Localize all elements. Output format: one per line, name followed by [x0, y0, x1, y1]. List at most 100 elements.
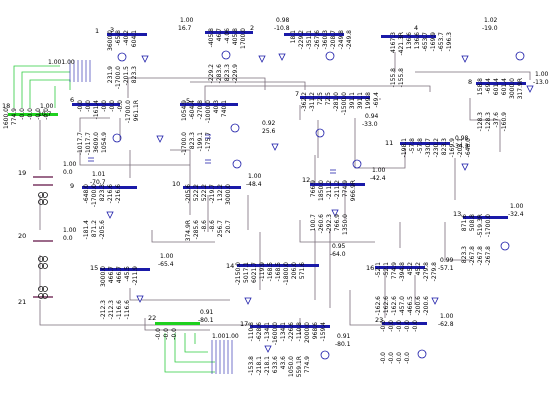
flow-value: -168.5 — [267, 262, 274, 282]
generator-icon — [320, 350, 330, 360]
bus-angle: -65.4 — [158, 261, 174, 268]
flow-value: 199.8 — [365, 92, 372, 109]
bus-bar — [183, 186, 241, 189]
flow-value: -279.8 — [431, 262, 438, 282]
flow-value: -229.2 — [208, 64, 215, 84]
bus-angle: -70.7 — [90, 179, 106, 186]
flow-value: -162.6 — [375, 296, 382, 316]
flow-value: -360.3 — [322, 30, 329, 50]
flow-value: -162.6 — [383, 296, 390, 316]
bus-voltage: 1.00 — [248, 173, 262, 180]
flow-value: 391.1 — [349, 92, 356, 109]
flow-value: 132.2 — [217, 184, 224, 201]
flow-value: -110.8 — [296, 322, 303, 342]
flow-value: -267.6 — [314, 30, 321, 50]
gen-label-top: 1.001.00 — [48, 59, 75, 66]
bus-values: 1.00 16.7 0.98 -10.8 1.02 -19.0 0.92 25.… — [38, 17, 549, 348]
load-arrow-icon — [271, 143, 279, 151]
flow-value: -211.2 — [334, 180, 341, 200]
flow-value: -628.6 — [256, 322, 263, 342]
bus-bar — [284, 33, 344, 36]
bus-voltage: 1.00 — [40, 103, 54, 110]
bus-bar — [107, 33, 147, 36]
gen-label-bottom: 1.001.00 — [212, 333, 239, 340]
generator-links — [13, 65, 215, 373]
bus-voltage: 0.99 — [440, 257, 454, 264]
flow-value: -229.9 — [232, 64, 239, 84]
transformer-icon — [38, 256, 48, 269]
flow-value: -267.8 — [477, 246, 484, 266]
flow-value: -466.5 — [407, 296, 414, 316]
bus-bar — [382, 322, 427, 325]
flow-value: -199.1 — [197, 132, 204, 152]
flow-value: -208.7 — [330, 30, 337, 50]
flow-value: -128.3 — [477, 112, 484, 132]
flow-value: 72.5 — [317, 92, 324, 106]
flow-value: 206.0 — [291, 262, 298, 279]
bus-names: 1 2 3 4 5 6 7 8 9 10 11 12 13 14 15 16 1… — [2, 24, 472, 328]
flow-value: 136.6 — [406, 32, 413, 49]
flow-value: 823.3 — [189, 132, 196, 149]
bus-angle: 25.6 — [262, 128, 276, 135]
bus-name: 5 — [186, 97, 190, 105]
bus-name: 16 — [366, 264, 374, 272]
capacitor-icon — [88, 157, 94, 162]
bus-name: 11 — [385, 139, 393, 147]
flow-value: -267.8 — [469, 246, 476, 266]
flow-value: 508.8 — [469, 214, 476, 231]
load-arrow-icon — [141, 55, 149, 63]
bus-bar — [155, 322, 200, 325]
bus-voltage: 0.95 — [332, 243, 346, 250]
load-arrow-icon — [461, 163, 469, 171]
flow-value: 601.4 — [501, 78, 508, 95]
flow-value: -52.1 — [375, 262, 382, 278]
flow-value: -0.0 — [380, 352, 387, 364]
flow-value: -0.0 — [396, 320, 403, 332]
bus-angle: -10.8 — [274, 25, 290, 32]
bus-angle: 0.0 — [63, 235, 73, 242]
flow-value: 601.4 — [493, 78, 500, 95]
load-arrow-icon — [461, 55, 469, 63]
bus-bar — [100, 268, 150, 271]
flow-value: -0.0 — [85, 100, 92, 112]
flow-value: -218.1 — [256, 356, 263, 376]
bus-name: 22 — [148, 314, 156, 322]
generator-fan-bottom — [211, 340, 233, 374]
flow-value: 45.2 — [415, 262, 422, 276]
bus-angle: -33.0 — [362, 121, 378, 128]
generator-icon — [221, 50, 231, 60]
flow-value: -281.0 — [333, 92, 340, 112]
flow-value: -57.8 — [409, 138, 416, 154]
flow-value: 1350.0 — [342, 214, 349, 235]
flow-value: 3600.0 — [107, 30, 114, 51]
flow-value: -211.2 — [326, 180, 333, 200]
bus-angle: -48.4 — [246, 181, 262, 188]
flow-value: 871.6 — [461, 214, 468, 231]
flow-value: -69.4 — [485, 78, 492, 94]
load-arrow-icon — [156, 135, 164, 143]
bus-name: 3 — [110, 26, 114, 34]
flow-value: -229.2 — [298, 30, 305, 50]
flow-value: -0.0 — [35, 108, 42, 120]
flow-value: 3609.0 — [93, 132, 100, 153]
flow-value: -604.4 — [189, 100, 196, 120]
bus-bar — [180, 103, 238, 106]
flow-value: 3000.0 — [225, 184, 232, 205]
flow-value: -155.8 — [390, 68, 397, 88]
generator-icon — [352, 159, 362, 169]
flow-value: -205.6 — [185, 184, 192, 204]
flow-value: -0.0 — [27, 108, 34, 120]
transformer-icon — [38, 192, 48, 205]
flow-value: 4167.3 — [390, 32, 397, 53]
bus-voltage: 1.00 — [510, 203, 524, 210]
flow-value: 823.3 — [99, 184, 106, 201]
load-arrow-icon — [431, 297, 439, 305]
bus-bar — [310, 183, 365, 186]
flow-value: 1054.9 — [101, 132, 108, 153]
load-arrow-icon — [106, 211, 114, 219]
bus-voltage: 0.94 — [365, 113, 379, 120]
flow-value: -648.0 — [83, 184, 90, 204]
flow-value: 72.5 — [325, 92, 332, 106]
bus-name: 19 — [18, 169, 26, 177]
flow-value: -116.6 — [124, 300, 131, 320]
